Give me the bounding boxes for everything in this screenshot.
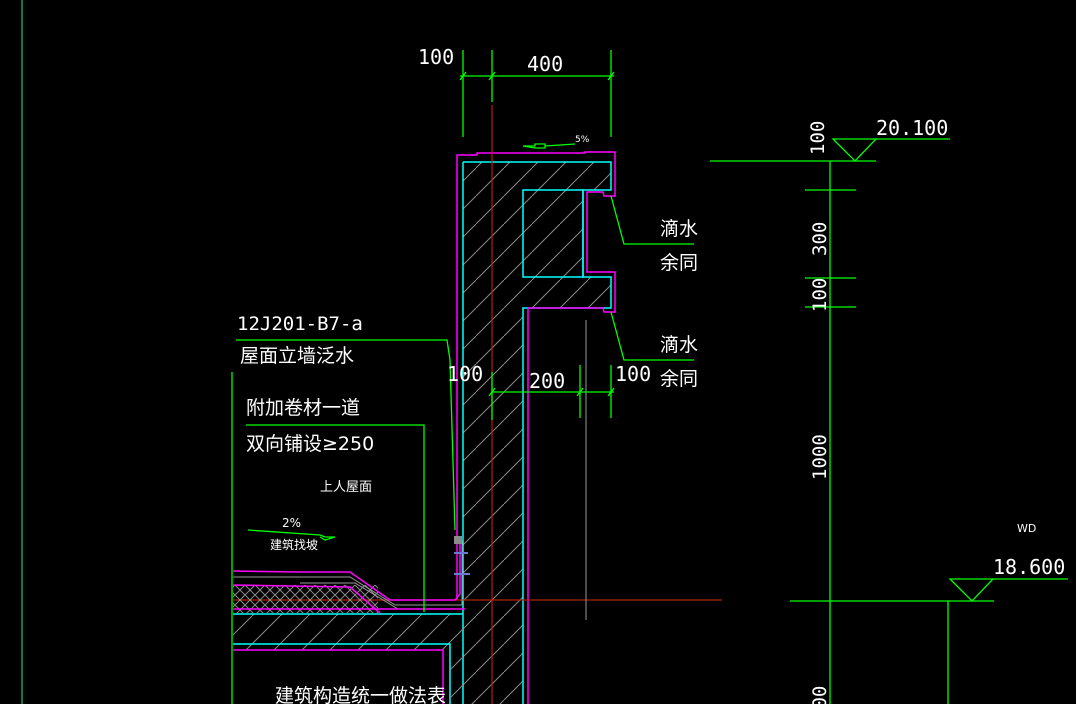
dimension-lines [231,50,1068,704]
note-extra-membrane: 附加卷材一道 [246,397,360,419]
vdim-100-mid: 100 [809,278,831,312]
drip-label-2-line2: 余同 [660,368,698,390]
dim-top-width: 400 [527,52,563,76]
dim-mid-right: 100 [615,362,651,386]
parapet-concrete [233,161,612,704]
dim-mid-left: 100 [447,362,483,386]
drip-label-1-line2: 余同 [660,252,698,274]
dim-top-left: 100 [418,45,454,69]
vdim-100-top: 100 [807,121,829,155]
finish-layer [456,151,616,704]
elevation-bottom-tag: WD [1017,522,1036,535]
vdim-300: 300 [809,222,831,256]
roof-slope-note: 建筑找坡 [270,537,318,552]
note-lay-both-ways: 双向铺设≥250 [246,433,374,455]
note-bottom: 建筑构造统一做法表 [275,685,446,704]
dim-mid-width: 200 [529,369,565,393]
reference-code: 12J201-B7-a [237,313,363,335]
elevation-top: 20.100 [876,116,948,140]
note-roof-type: 上人屋面 [320,480,372,495]
vdim-100-bottom: 100 [809,686,831,704]
vdim-1000: 1000 [809,434,831,480]
drip-label-1-line1: 滴水 [660,218,698,240]
roof-slope-label: 2% [282,516,301,530]
elevation-bottom: 18.600 [993,555,1065,579]
drip-label-2-line1: 滴水 [660,334,698,356]
slope-top-label: 5% [575,135,590,145]
reference-description: 屋面立墙泛水 [240,345,354,367]
roof-layers [232,536,470,614]
